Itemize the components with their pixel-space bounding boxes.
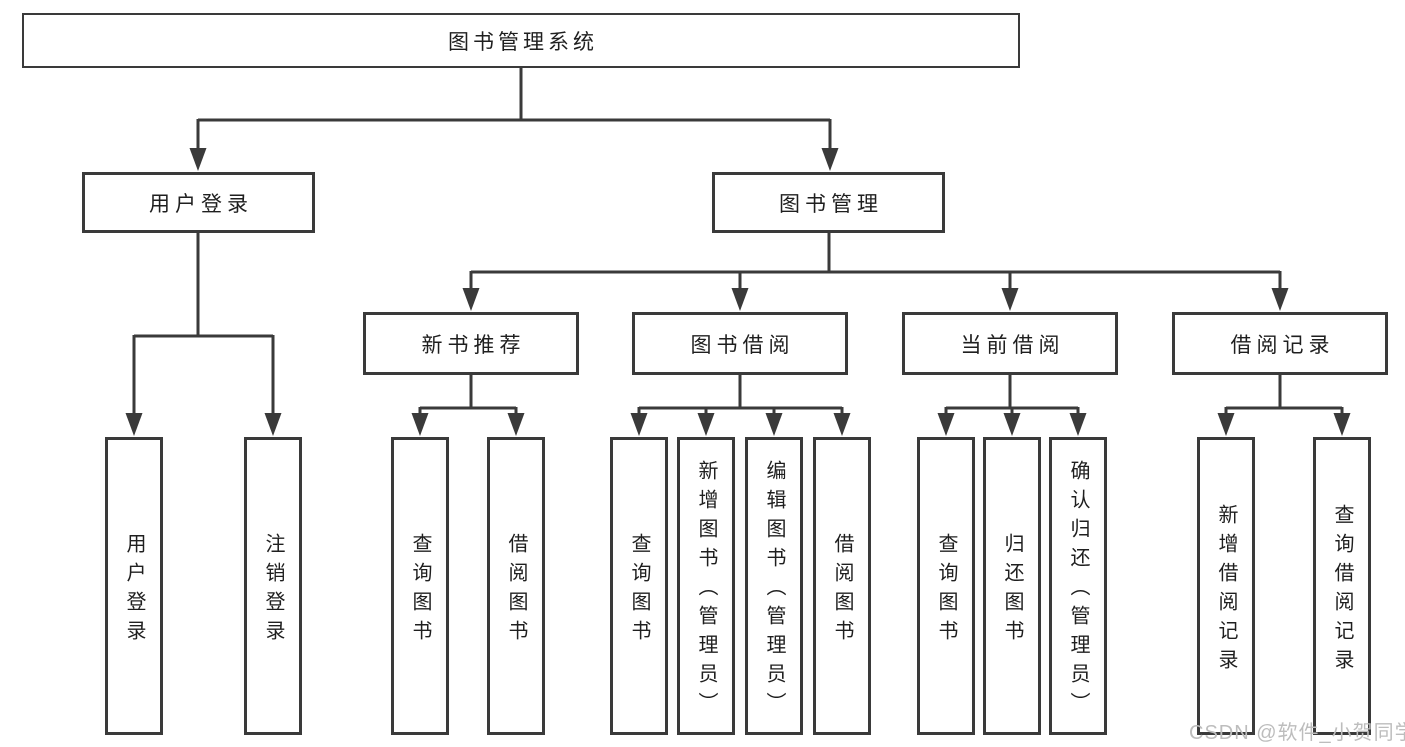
leaf-borrow-book-label: 借阅图书: [831, 532, 853, 649]
leaf-borrow-book: 借阅图书: [813, 437, 871, 735]
arrowhead-down-icon: [1069, 413, 1087, 436]
leaf-edit-book-admin: 编辑图书（管理员）: [745, 437, 803, 735]
leaf-return-book-label: 归还图书: [1001, 532, 1023, 649]
node-root: 图书管理系统: [22, 13, 1020, 68]
connector-line: [418, 375, 518, 418]
leaf-edit-book-admin-label: 编辑图书（管理员）: [763, 460, 785, 721]
leaf-user-login: 用户登录: [105, 437, 163, 735]
arrowhead-down-icon: [937, 413, 955, 436]
arrowhead-down-icon: [125, 413, 143, 436]
leaf-logout: 注销登录: [244, 437, 302, 735]
leaf-add-borrow-record: 新增借阅记录: [1197, 437, 1255, 735]
leaf-confirm-return-admin: 确认归还（管理员）: [1049, 437, 1107, 735]
leaf-user-login-label: 用户登录: [123, 532, 145, 649]
connector-new-book-recommend-to-leaves: [411, 375, 525, 436]
connector-root-to-level2: [189, 68, 839, 171]
arrowhead-down-icon: [189, 148, 207, 171]
connector-line: [637, 375, 844, 418]
leaf-add-borrow-record-label: 新增借阅记录: [1215, 503, 1237, 678]
connector-borrow-record-to-leaves: [1217, 375, 1351, 436]
arrowhead-down-icon: [630, 413, 648, 436]
arrowhead-down-icon: [1271, 288, 1289, 311]
connector-book-borrow-to-leaves: [630, 375, 851, 436]
node-current-borrow-label: 当前借阅: [960, 333, 1065, 357]
leaf-query-book-borrow-label: 查询图书: [628, 532, 650, 649]
node-book-management-label: 图书管理: [779, 192, 883, 216]
arrowhead-down-icon: [507, 413, 525, 436]
node-book-borrow-label: 图书借阅: [690, 333, 795, 357]
leaf-query-book-current-label: 查询图书: [935, 532, 957, 649]
watermark: CSDN @软件_小贺同学: [1189, 722, 1405, 744]
leaf-return-book: 归还图书: [983, 437, 1041, 735]
leaf-query-book-borrow: 查询图书: [610, 437, 668, 735]
arrowhead-down-icon: [731, 288, 749, 311]
leaf-logout-label: 注销登录: [262, 532, 284, 649]
node-book-management: 图书管理: [712, 172, 945, 233]
arrowhead-down-icon: [411, 413, 429, 436]
arrowhead-down-icon: [821, 148, 839, 171]
node-current-borrow: 当前借阅: [902, 312, 1118, 375]
leaf-query-borrow-record-label: 查询借阅记录: [1331, 503, 1353, 678]
connector-user-login-to-leaves: [125, 233, 282, 436]
arrowhead-down-icon: [765, 413, 783, 436]
leaf-query-book-current: 查询图书: [917, 437, 975, 735]
node-user-login-label: 用户登录: [149, 192, 253, 216]
node-new-book-recommend-label: 新书推荐: [421, 333, 526, 357]
arrowhead-down-icon: [462, 288, 480, 311]
node-borrow-record-label: 借阅记录: [1230, 333, 1335, 357]
leaf-confirm-return-admin-label: 确认归还（管理员）: [1067, 460, 1089, 721]
arrowhead-down-icon: [1217, 413, 1235, 436]
node-root-label: 图书管理系统: [448, 30, 598, 54]
connector-line: [944, 375, 1080, 418]
arrowhead-down-icon: [1333, 413, 1351, 436]
leaf-add-book-admin: 新增图书（管理员）: [677, 437, 735, 735]
connector-line: [196, 68, 832, 153]
leaf-query-book-recommend-label: 查询图书: [409, 532, 431, 649]
arrowhead-down-icon: [1003, 413, 1021, 436]
arrowhead-down-icon: [264, 413, 282, 436]
leaf-query-book-recommend: 查询图书: [391, 437, 449, 735]
node-user-login: 用户登录: [82, 172, 315, 233]
arrowhead-down-icon: [833, 413, 851, 436]
arrowhead-down-icon: [697, 413, 715, 436]
connector-book-management-to-level3: [462, 233, 1289, 311]
connector-line: [1224, 375, 1344, 418]
node-book-borrow: 图书借阅: [632, 312, 848, 375]
node-borrow-record: 借阅记录: [1172, 312, 1388, 375]
node-new-book-recommend: 新书推荐: [363, 312, 579, 375]
leaf-borrow-book-recommend-label: 借阅图书: [505, 532, 527, 649]
leaf-add-book-admin-label: 新增图书（管理员）: [695, 460, 717, 721]
connector-line: [469, 233, 1282, 293]
leaf-borrow-book-recommend: 借阅图书: [487, 437, 545, 735]
leaf-query-borrow-record: 查询借阅记录: [1313, 437, 1371, 735]
arrowhead-down-icon: [1001, 288, 1019, 311]
connector-current-borrow-to-leaves: [937, 375, 1087, 436]
connector-line: [132, 233, 275, 418]
